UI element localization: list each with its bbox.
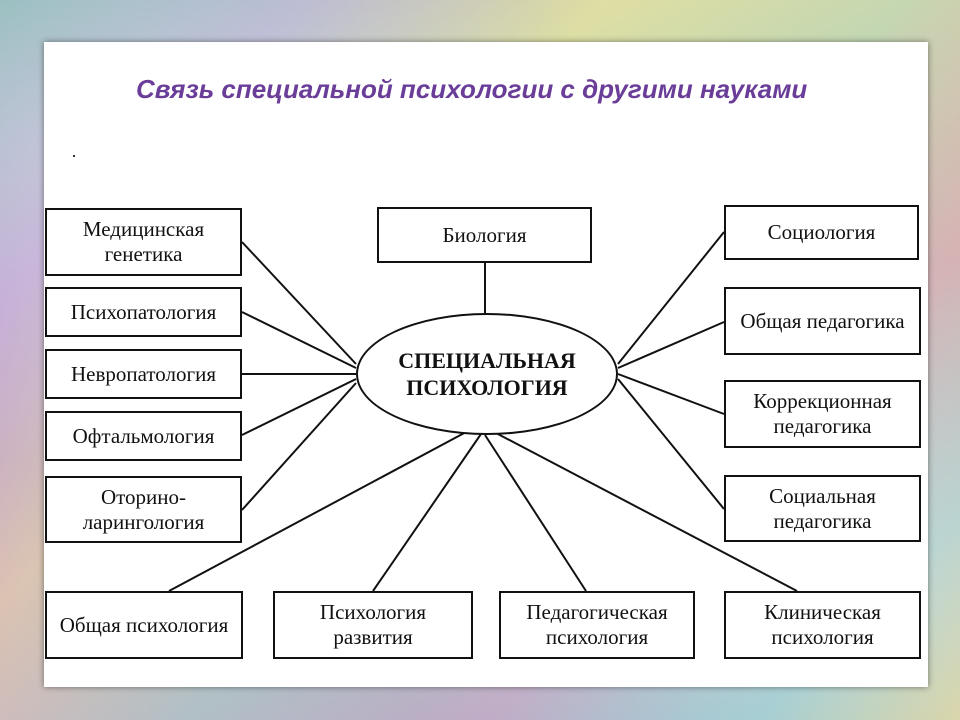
- line-social-pedagogy: [617, 378, 725, 510]
- node-neuropathology: Невропатология: [45, 349, 242, 399]
- stray-dot: [73, 155, 75, 157]
- slide-title: Связь специальной психологии с другими н…: [136, 74, 808, 104]
- node-biology: Биология: [377, 207, 592, 263]
- connector-lines: [168, 231, 798, 592]
- node-social-pedagogy: Социальная педагогика: [724, 475, 921, 542]
- node-psychopathology: Психопатология: [45, 287, 242, 337]
- line-general-psychology: [168, 430, 469, 592]
- center-node-special-psychology: СПЕЦИАЛЬНАЯ ПСИХОЛОГИЯ: [356, 313, 618, 435]
- node-general-psychology: Общая психология: [45, 591, 243, 659]
- node-ophthalmology: Офтальмология: [45, 411, 242, 461]
- node-otorhinolaryngology: Оторино- ларингология: [45, 476, 242, 543]
- slide: Связь специальной психологии с другими н…: [44, 42, 928, 687]
- line-ophthalmology: [241, 378, 357, 436]
- line-sociology: [617, 231, 725, 365]
- node-pedagogical-psychology: Педагогическая психология: [499, 591, 695, 659]
- node-general-pedagogy: Общая педагогика: [724, 287, 921, 355]
- line-pedagogical-psychology: [484, 434, 587, 592]
- line-medical-genetics: [241, 241, 357, 365]
- node-sociology: Социология: [724, 205, 919, 260]
- line-general-pedagogy: [617, 321, 725, 369]
- node-developmental-psychology: Психология развития: [273, 591, 473, 659]
- line-otorhinolaryngology: [241, 382, 357, 511]
- line-developmental-psychology: [372, 433, 482, 592]
- line-correctional-pedagogy: [617, 373, 725, 415]
- node-clinical-psychology: Клиническая психология: [724, 591, 921, 659]
- node-medical-genetics: Медицинская генетика: [45, 208, 242, 276]
- line-psychopathology: [241, 311, 357, 369]
- line-clinical-psychology: [495, 432, 798, 592]
- node-correctional-pedagogy: Коррекционная педагогика: [724, 380, 921, 448]
